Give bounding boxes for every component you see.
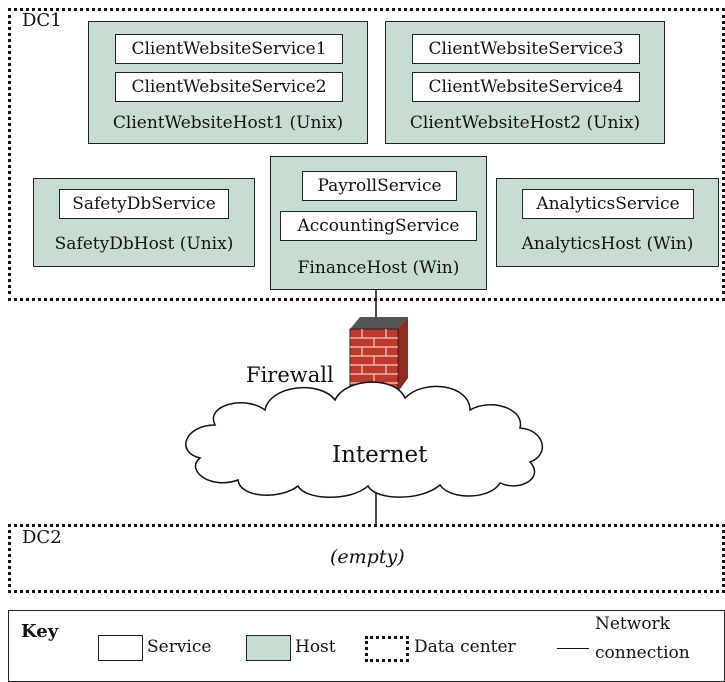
service-clientwebsiteservice1: ClientWebsiteService1 [115, 34, 343, 64]
key-title: Key [21, 621, 59, 642]
dc2-empty-text: (empty) [330, 546, 405, 568]
datacenter-dc2 [8, 524, 725, 593]
service-accountingservice: AccountingService [280, 211, 477, 241]
internet-cloud-icon [185, 381, 544, 498]
host-label-clientwebsitehost2: ClientWebsiteHost2 (Unix) [409, 113, 641, 133]
key-network-line [557, 648, 589, 649]
firewall-label: Firewall [246, 363, 334, 387]
key-service-swatch [98, 635, 143, 661]
key-host-label: Host [295, 637, 336, 657]
host-safetydbhost: SafetyDbService SafetyDbHost (Unix) [33, 178, 255, 267]
host-clientwebsitehost1: ClientWebsiteService1 ClientWebsiteServi… [88, 21, 368, 144]
service-analyticsservice: AnalyticsService [522, 189, 694, 219]
internet-label: Internet [332, 442, 428, 468]
host-label-safetydbhost: SafetyDbHost (Unix) [54, 234, 234, 254]
key-network-label-line1: Network [595, 614, 670, 634]
firewall-icon [349, 317, 408, 393]
key-datacenter-label: Data center [414, 637, 516, 657]
key-legend: Key Service Host Data center Network con… [8, 610, 725, 682]
service-safetydbservice: SafetyDbService [59, 189, 229, 219]
host-clientwebsitehost2: ClientWebsiteService3 ClientWebsiteServi… [385, 21, 665, 144]
service-clientwebsiteservice2: ClientWebsiteService2 [115, 72, 343, 102]
key-service-label: Service [147, 637, 212, 657]
key-network-label-line2: connection [595, 643, 690, 663]
key-datacenter-swatch [365, 636, 409, 662]
host-financehost: PayrollService AccountingService Finance… [270, 156, 487, 290]
service-clientwebsiteservice4: ClientWebsiteService4 [412, 72, 640, 102]
service-clientwebsiteservice3: ClientWebsiteService3 [412, 34, 640, 64]
host-label-clientwebsitehost1: ClientWebsiteHost1 (Unix) [112, 113, 344, 133]
service-payrollservice: PayrollService [302, 171, 457, 201]
datacenter-dc1 [8, 8, 725, 301]
dc1-label: DC1 [22, 10, 62, 31]
key-host-swatch [246, 635, 291, 661]
host-label-financehost: FinanceHost (Win) [297, 258, 460, 278]
dc2-label: DC2 [22, 527, 62, 548]
host-label-analyticshost: AnalyticsHost (Win) [521, 234, 694, 254]
host-analyticshost: AnalyticsService AnalyticsHost (Win) [496, 178, 719, 267]
